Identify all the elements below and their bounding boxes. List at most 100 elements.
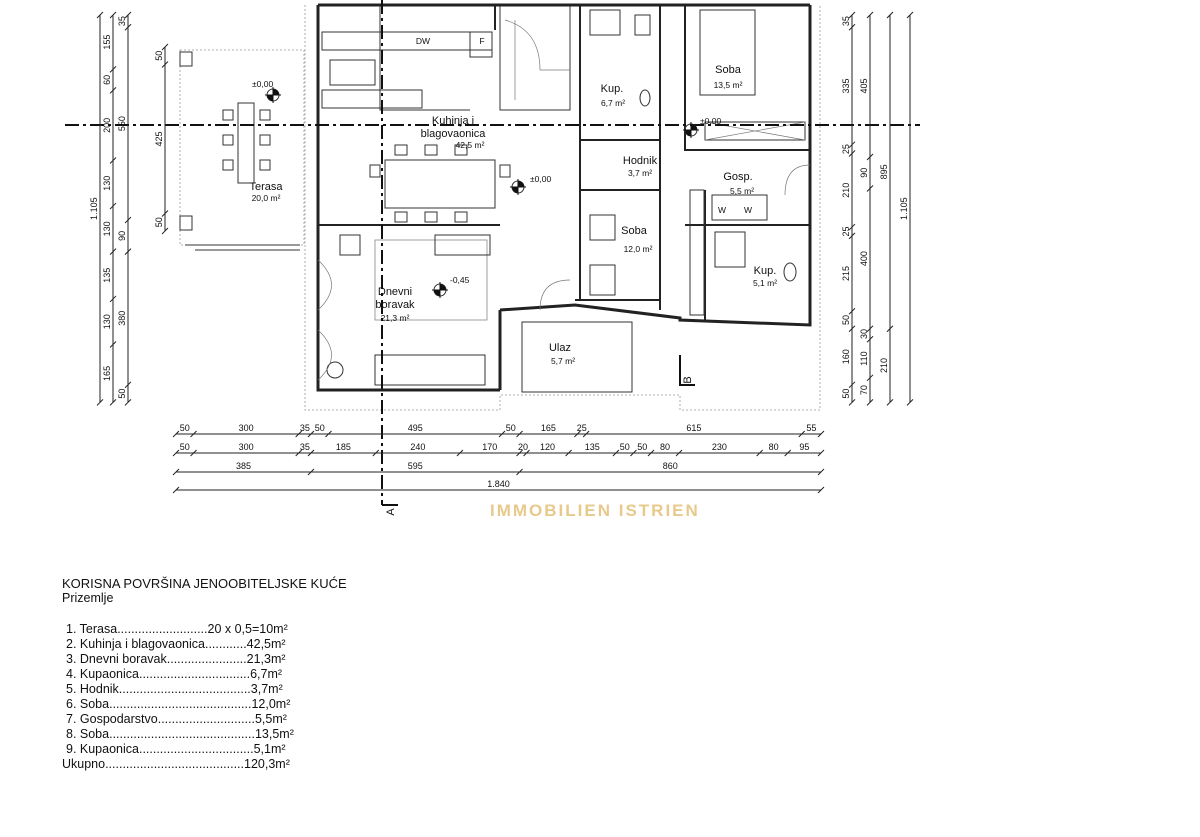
living-furniture <box>317 234 491 386</box>
dimension-value: 400 <box>859 251 869 266</box>
dimension-tick <box>124 248 132 255</box>
legend-item: 1. Terasa..........................20 x … <box>66 622 288 636</box>
room-name-hall: Hodnik <box>623 155 658 167</box>
dimension-tick <box>866 374 874 382</box>
room-area-terrace: 20,0 m² <box>252 193 281 203</box>
room-name-living: Dnevni <box>378 286 412 298</box>
dimension-tick <box>848 150 856 157</box>
room-area-bedroom: 13,5 m² <box>714 80 743 90</box>
room-area-bathroom: 6,7 m² <box>601 98 625 108</box>
dimension-tick <box>675 449 683 457</box>
dimension-tick <box>109 398 117 406</box>
dimension-tick <box>172 430 180 438</box>
dimension-value: 595 <box>408 461 423 471</box>
dimension-tick <box>886 325 894 333</box>
dimension-value: 130 <box>102 176 112 191</box>
dimension-tick <box>848 398 856 406</box>
dimension-value: 550 <box>117 116 127 131</box>
dimension-value: 120 <box>540 442 555 452</box>
legend-item: 7. Gospodarstvo.........................… <box>66 712 287 726</box>
dimension-value: 35 <box>300 423 310 433</box>
legend-item: 6. Soba.................................… <box>66 697 291 711</box>
dimension-value: 130 <box>102 221 112 236</box>
dishwasher-label: DW <box>416 36 430 46</box>
dimension-tick <box>109 248 117 255</box>
dimension-tick <box>124 398 132 406</box>
dimension-tick <box>817 468 825 476</box>
section-label-b: B <box>682 376 694 383</box>
dimension-value: 215 <box>841 266 851 281</box>
dimension-tick <box>325 430 332 438</box>
dimension-tick <box>784 449 792 457</box>
dimension-value: 90 <box>117 231 127 241</box>
dimension-value: 240 <box>410 442 425 452</box>
room-name-living: boravak <box>375 299 415 311</box>
dimension-value: 130 <box>102 314 112 329</box>
dimension-tick <box>190 449 197 457</box>
dimension-value: 80 <box>660 442 670 452</box>
dimension-value: 160 <box>841 349 851 364</box>
dimension-tick <box>109 295 117 303</box>
legend-subtitle: Prizemlje <box>62 591 114 605</box>
dimension-tick <box>124 216 132 224</box>
dimension-value: 50 <box>117 389 127 399</box>
level-label: -0,45 <box>450 275 470 285</box>
dimension-value: 80 <box>769 442 779 452</box>
dimension-value: 50 <box>154 51 164 61</box>
room-area-kitchen: 42,5 m² <box>456 140 485 150</box>
dimension-value: 155 <box>102 35 112 50</box>
dimension-tick <box>848 381 856 389</box>
dimension-tick <box>574 430 581 438</box>
room-name-entrance: Ulaz <box>549 342 571 354</box>
dimension-tick <box>523 449 530 457</box>
dimension-tick <box>109 202 117 210</box>
room-name-bedroom: Soba <box>621 225 648 237</box>
room-name-utility: Gosp. <box>723 171 752 183</box>
room-name-terrace: Terasa <box>249 181 283 193</box>
dimension-value: 55 <box>806 423 816 433</box>
dimension-tick <box>109 11 117 19</box>
dimension-tick <box>109 341 117 348</box>
dimension-tick <box>456 449 464 457</box>
legend-item: 2. Kuhinja i blagovaonica............42,… <box>66 637 286 651</box>
dimension-value: 25 <box>841 226 851 236</box>
dimension-value: 200 <box>102 118 112 133</box>
dimension-value: 50 <box>315 423 325 433</box>
dimension-value: 35 <box>117 16 127 26</box>
level-label: ±0,00 <box>700 116 721 126</box>
dimension-value: 1.105 <box>899 197 909 220</box>
room-labels: Kuhinja i blagovaonica 42,5 m² Terasa 20… <box>249 64 777 366</box>
room-area-entrance: 5,7 m² <box>551 356 575 366</box>
dimension-value: 1.840 <box>487 479 510 489</box>
dimension-value: 210 <box>879 358 889 373</box>
dimension-tick <box>124 11 132 19</box>
dimension-tick <box>817 486 825 494</box>
room-area-living: 21,3 m² <box>381 313 410 323</box>
dimension-value: 135 <box>102 268 112 283</box>
room-name-kitchen: blagovaonica <box>421 128 487 140</box>
dimension-tick <box>172 486 180 494</box>
room-name-kitchen: Kuhinja i <box>432 115 474 127</box>
dimension-tick <box>124 23 132 31</box>
dimension-value: 60 <box>102 75 112 85</box>
dimension-tick <box>516 449 523 457</box>
entrance-box <box>521 321 633 393</box>
washer-label: W <box>718 205 726 215</box>
washer-label: W <box>744 205 752 215</box>
dimension-value: 895 <box>879 164 889 179</box>
dimension-value: 50 <box>841 389 851 399</box>
dimension-value: 50 <box>637 442 647 452</box>
dimension-tick <box>161 61 169 68</box>
room-name-bathroom: Kup. <box>754 265 777 277</box>
dimension-value: 300 <box>239 442 254 452</box>
dimension-value: 50 <box>620 442 630 452</box>
dimension-tick <box>109 87 117 94</box>
legend-item: 8. Soba.................................… <box>66 727 294 741</box>
dimension-tick <box>498 430 506 438</box>
dimension-value: 165 <box>102 366 112 381</box>
dimension-tick <box>848 232 856 240</box>
legend-item: 4. Kupaonica............................… <box>66 667 283 681</box>
room-area-utility: 5,5 m² <box>730 186 754 196</box>
dimension-tick <box>906 398 914 406</box>
